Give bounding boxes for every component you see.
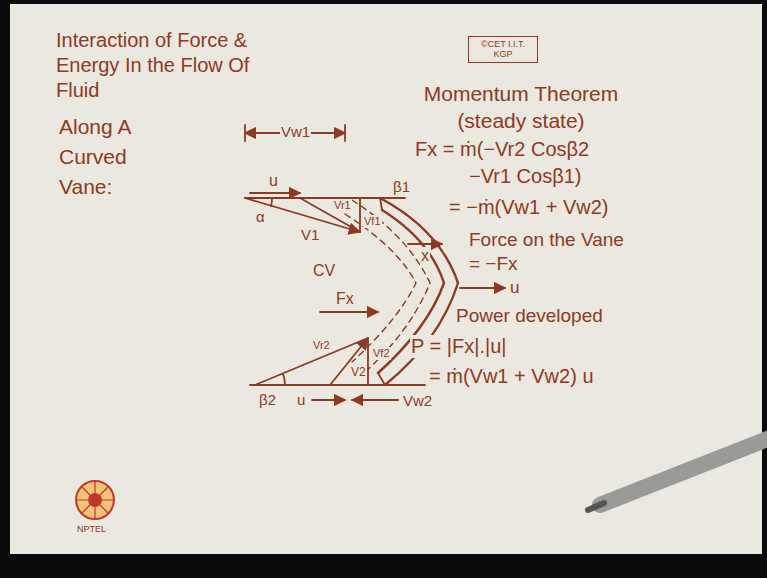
angle-arc (271, 198, 272, 206)
equation: P = |Fx|.|u| (410, 335, 507, 358)
relative-velocity-line (255, 338, 368, 385)
velocity-label: Vr1 (333, 199, 352, 212)
axis-label: x (420, 247, 430, 265)
logo-spokes (76, 481, 114, 519)
pen-tip (588, 503, 604, 510)
velocity-label: Vw2 (402, 392, 433, 409)
angle-arc (283, 374, 285, 385)
section-heading: Along A Curved Vane: (58, 112, 170, 202)
velocity-label: u (509, 278, 520, 298)
logo-text: NPTEL (76, 524, 107, 534)
velocity-label: Vr2 (312, 339, 331, 352)
force-arrow (320, 311, 378, 313)
section-heading: Momentum Theorem (steady state) (405, 80, 637, 134)
angle-label: β2 (258, 391, 277, 408)
axis-arrow (408, 243, 442, 245)
vane-velocity-arrow (460, 287, 505, 289)
absolute-velocity-arrow (330, 338, 368, 385)
force-label: Fx (335, 290, 355, 308)
equation: = −ṁ(Vw1 + Vw2) (448, 196, 610, 219)
logo (76, 481, 114, 519)
angle-label: α (255, 208, 266, 225)
velocity-label: Vf2 (372, 347, 391, 360)
control-volume (345, 214, 416, 362)
velocity-label: u (296, 391, 306, 408)
velocity-label: V1 (300, 226, 320, 243)
dimension-tick (244, 125, 246, 141)
flow-velocity-line (367, 338, 369, 385)
control-volume-label: CV (312, 262, 336, 280)
velocity-label: Vw1 (280, 123, 311, 140)
slide-title: Interaction of Force & Energy In the Flo… (55, 28, 262, 103)
velocity-label: Vf1 (363, 215, 382, 228)
velocity-label: u (268, 172, 279, 190)
equation: −Vr1 Cosβ1) (468, 165, 582, 188)
logo-ring (76, 481, 114, 519)
vane-tip (378, 373, 385, 385)
blade-velocity-arrow (250, 192, 300, 194)
paper (10, 4, 762, 554)
pen-body (600, 438, 767, 505)
copyright-stamp: ©CET I.I.T. KGP (468, 36, 538, 63)
pen (588, 438, 767, 510)
velocity-label: V2 (350, 366, 367, 380)
vane-tip (380, 198, 382, 210)
note: Power developed (455, 305, 604, 327)
note: Force on the Vane = −Fx (468, 228, 630, 276)
equation: Fx = ṁ(−Vr2 Cosβ2 (414, 138, 590, 161)
angle-label: β1 (392, 178, 411, 195)
whirl-velocity-arrow (352, 399, 398, 401)
flow-velocity-line (359, 198, 361, 232)
dimension-tick (344, 125, 346, 141)
blade-velocity-arrow (312, 399, 345, 401)
equation: = ṁ(Vw1 + Vw2) u (428, 365, 595, 388)
base-line (250, 384, 425, 386)
